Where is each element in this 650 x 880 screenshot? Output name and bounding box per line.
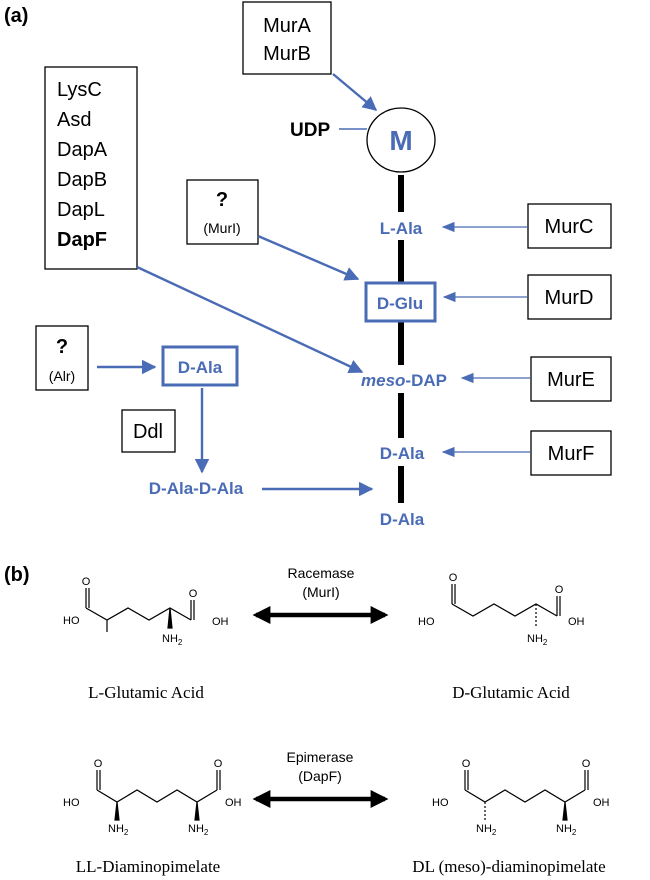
- chain-l-ala: L-Ala: [380, 219, 423, 238]
- l-glu-o-left: O: [82, 576, 91, 588]
- d-glu-amine: NH2: [527, 633, 548, 647]
- ddl-label: Ddl: [133, 421, 163, 443]
- l-glu-right-group: OH: [212, 616, 229, 628]
- dl-dap-amine-right: NH2: [556, 823, 577, 837]
- racemase-enzyme: (MurI): [302, 584, 339, 600]
- chain-d-ala-1: D-Ala: [380, 444, 425, 463]
- ll-dap-o-right: O: [214, 758, 223, 770]
- murf-box: MurF: [530, 430, 612, 476]
- d-glutamic-acid-name: D-Glutamic Acid: [452, 683, 570, 702]
- l-glu-o-right: O: [189, 588, 198, 600]
- chain-meso-dap: meso-DAP: [361, 371, 447, 390]
- l-glutamic-acid-name: L-Glutamic Acid: [88, 683, 204, 702]
- d-ala-box: [161, 345, 239, 387]
- ll-dap-left-group: HO: [63, 797, 80, 809]
- murc-label: MurC: [545, 216, 594, 238]
- dapb-label: DapB: [57, 169, 107, 191]
- murI-unknown-box: ? (MurI): [186, 179, 259, 245]
- asd-label: Asd: [57, 109, 91, 131]
- d-ala-label: D-Ala: [178, 358, 223, 377]
- l-glu-left-group: HO: [63, 615, 80, 627]
- murI-question-mark: ?: [216, 189, 228, 211]
- chain-d-glu: D-Glu: [377, 294, 423, 313]
- ll-dap-o-left: O: [94, 758, 103, 770]
- murI-arrow: [257, 234, 360, 281]
- dl-dap-o-right: O: [582, 758, 591, 770]
- panel-a-label: (a): [4, 5, 28, 27]
- l-glu-amine: NH2: [162, 633, 183, 647]
- dl-diaminopimelate-name: DL (meso)-diaminopimelate: [412, 857, 605, 876]
- ll-diaminopimelate-structure: [96, 770, 221, 821]
- murb-label: MurB: [263, 43, 311, 65]
- ll-dap-amine-left: NH2: [108, 823, 129, 837]
- murf-label: MurF: [548, 443, 595, 465]
- muramyl-node: M: [366, 107, 436, 173]
- mura-label: MurA: [263, 15, 311, 37]
- dl-dap-left-group: HO: [432, 797, 449, 809]
- dapf-arrow: [136, 265, 364, 374]
- murI-label: (MurI): [203, 220, 240, 236]
- dipeptide-label: D-Ala-D-Ala: [149, 479, 244, 498]
- mura-murb-arrow: [332, 73, 378, 111]
- ddl-box: Ddl: [121, 409, 176, 453]
- d-glu-box: [364, 281, 437, 323]
- panel-b-label: (b): [4, 564, 30, 586]
- dapa-label: DapA: [57, 139, 108, 161]
- ll-dap-amine-right: NH2: [188, 823, 209, 837]
- d-glu-right-group: OH: [568, 616, 585, 628]
- lysc-label: LysC: [57, 79, 102, 101]
- udp-label: UDP: [290, 120, 330, 141]
- dapf-label: DapF: [57, 229, 107, 251]
- epimerase-enzyme: (DapF): [298, 768, 342, 784]
- dap-suffix: -DAP: [405, 371, 447, 390]
- dapl-label: DapL: [57, 199, 105, 221]
- mura-murb-box: MurA MurB: [242, 1, 332, 75]
- meso-prefix: meso: [361, 371, 405, 390]
- d-glu-o-left: O: [449, 572, 458, 584]
- mure-label: MurE: [547, 369, 595, 391]
- dl-dap-o-left: O: [462, 758, 471, 770]
- murd-label: MurD: [545, 287, 594, 309]
- alr-label: (Alr): [49, 368, 75, 384]
- d-glu-o-right: O: [555, 584, 564, 596]
- dl-dap-amine-left: NH2: [476, 823, 497, 837]
- alr-question-mark: ?: [56, 336, 68, 358]
- ll-diaminopimelate-name: LL-Diaminopimelate: [76, 857, 220, 876]
- l-glutamic-acid-structure: [85, 588, 195, 632]
- dl-dap-right-group: OH: [593, 797, 610, 809]
- epimerase-label: Epimerase: [287, 749, 354, 765]
- chain-d-ala-2: D-Ala: [380, 510, 425, 529]
- murd-box: MurD: [527, 274, 612, 320]
- dap-enzymes-box: LysC Asd DapA DapB DapL DapF: [44, 66, 138, 270]
- muramyl-label: M: [389, 125, 412, 156]
- mure-box: MurE: [530, 356, 612, 402]
- dl-diaminopimelate-structure: [464, 770, 589, 822]
- d-glutamic-acid-structure: [451, 584, 561, 628]
- murc-box: MurC: [527, 203, 612, 249]
- alr-unknown-box: ? (Alr): [35, 325, 89, 391]
- racemase-label: Racemase: [288, 565, 355, 581]
- ll-dap-right-group: OH: [225, 797, 242, 809]
- d-glu-left-group: HO: [418, 616, 435, 628]
